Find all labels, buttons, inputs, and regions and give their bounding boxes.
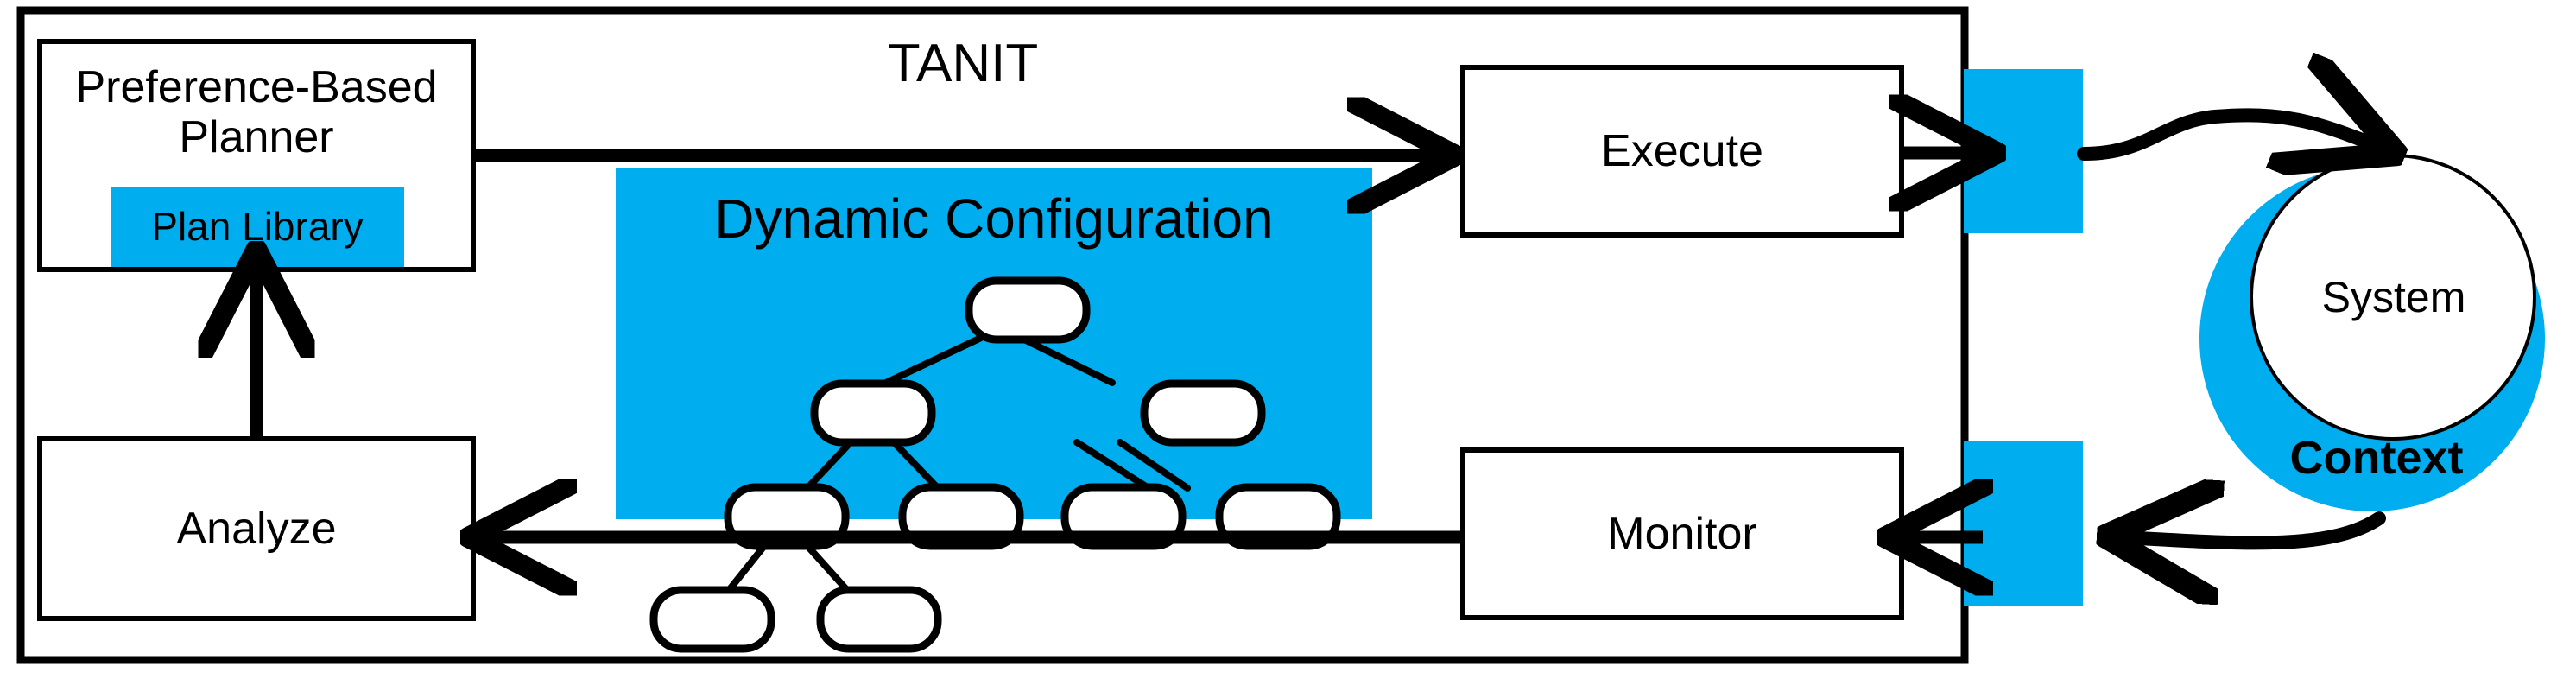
tanit-framework-border bbox=[16, 6, 1969, 664]
monitor-box bbox=[1460, 447, 1904, 620]
dynamic-configuration-panel bbox=[616, 168, 1372, 519]
config-tree-edges bbox=[726, 334, 1191, 593]
tree-node-l3-b bbox=[816, 586, 942, 653]
tree-node-root bbox=[965, 276, 1091, 344]
arrow-effector-to-system bbox=[2077, 115, 2379, 154]
tree-node-l1-left bbox=[810, 379, 936, 447]
tree-node-l1-right bbox=[1140, 379, 1266, 447]
tree-node-l3-a bbox=[649, 586, 775, 653]
analyze-box bbox=[37, 436, 476, 621]
sensor-block bbox=[1964, 441, 2083, 606]
plan-library-box bbox=[111, 187, 404, 267]
execute-box bbox=[1460, 65, 1904, 238]
system-circle bbox=[2250, 154, 2536, 441]
arrow-system-to-sensor bbox=[2124, 518, 2386, 543]
